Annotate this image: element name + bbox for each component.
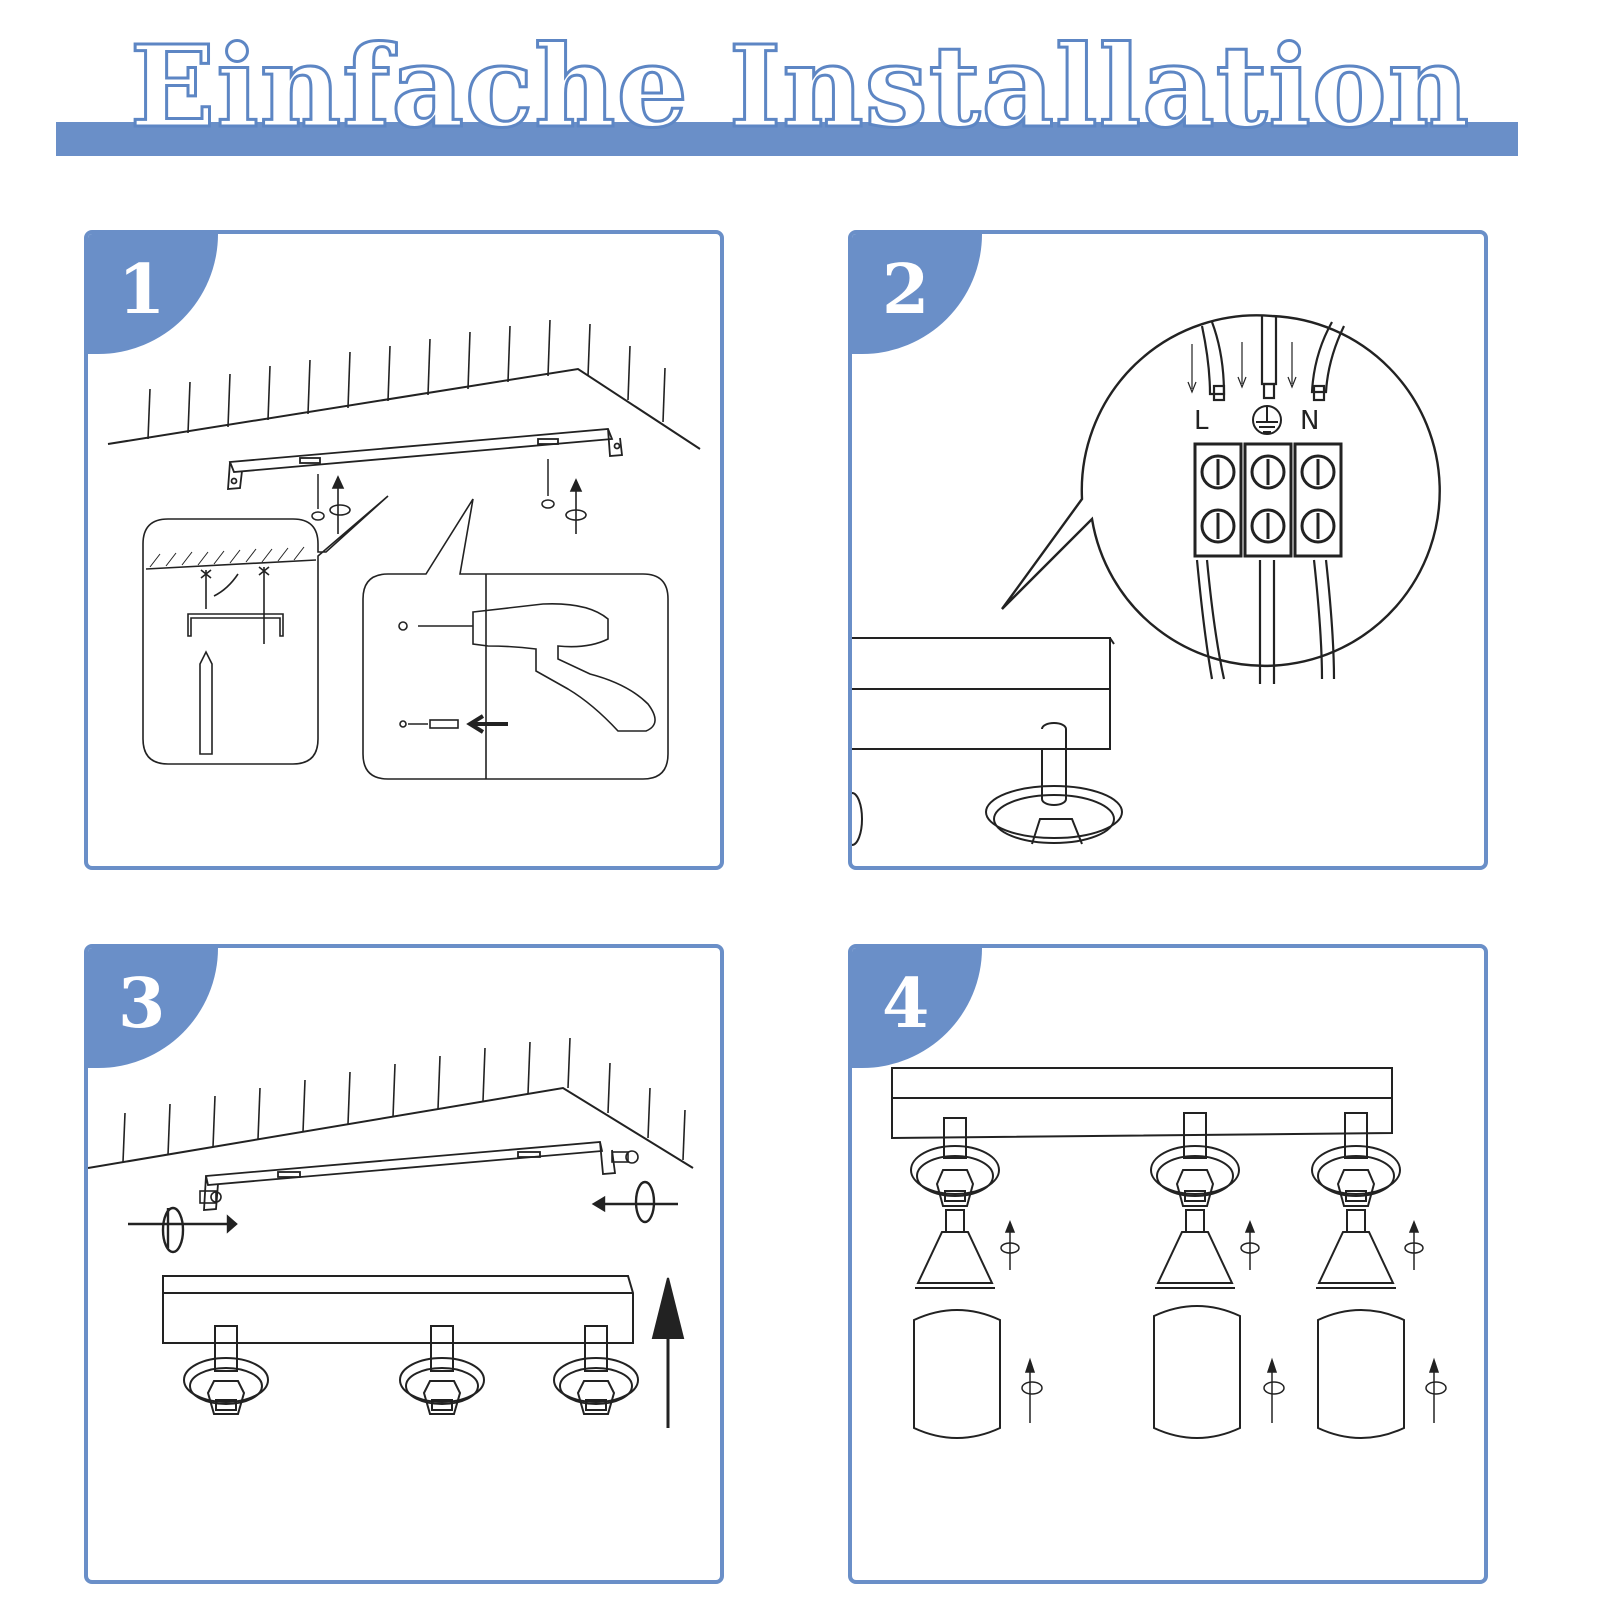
rotate-arrow-icon [1000,1219,1043,1423]
drill-icon [418,602,656,732]
marking-inset [142,495,389,765]
step-number-badge: 2 [852,234,982,354]
step-4-panel: 4 [848,944,1488,1584]
step-1-illustration [107,319,701,780]
lamp-shade-icon [913,1309,1001,1439]
terminal-label-l: L [1194,406,1209,436]
spot-socket [553,1325,639,1415]
gu10-bulb-icon [1155,1209,1235,1289]
step-3-illustration [88,1037,694,1428]
step-2-illustration: L N [852,314,1441,846]
lamp-base-bar [162,1275,639,1415]
screw-icon [199,1150,639,1204]
screw-icon [311,459,555,521]
gu10-bulb-icon [915,1209,995,1289]
mounting-bracket [203,1141,617,1211]
step-number: 2 [882,250,930,330]
ground-symbol-icon [1252,405,1282,435]
lamp-shade-icon [1153,1305,1241,1439]
rotate-arrow-icon [1240,1219,1285,1423]
lamp-shade-icon [1317,1309,1405,1439]
gu10-bulb-icon [1316,1209,1396,1289]
mounting-bracket [227,428,624,490]
step-4-illustration [891,1067,1447,1439]
lamp-base-bar [852,637,1123,846]
page-title: Einfache Installation [128,21,1471,155]
spot-assembly-2 [1150,1112,1285,1439]
spot-assembly-3 [1311,1112,1447,1439]
step-1-panel: 1 [84,230,724,870]
terminal-label-n: N [1300,406,1319,436]
spot-socket [399,1325,485,1415]
rotate-arrow-icon [128,1180,678,1254]
drilling-inset [362,498,669,780]
step-number: 1 [118,250,166,330]
rotate-arrow-icon [1404,1219,1447,1423]
title-underline-bar [56,122,1518,156]
spot-assembly-1 [910,1117,1043,1439]
step-number-badge: 3 [88,948,218,1068]
step-3-panel: 3 [84,944,724,1584]
terminal-block [1193,442,1343,558]
screw-icon [398,621,459,729]
step-2-panel: L N 2 [848,230,1488,870]
step-number: 4 [882,964,930,1044]
pencil-icon [199,650,213,755]
lamp-base-bar [891,1067,1393,1140]
spot-socket [183,1325,269,1415]
wires [1195,316,1345,684]
step-number: 3 [118,964,166,1044]
up-arrow-icon [651,1277,685,1428]
rotate-arrow-icon [329,475,587,534]
